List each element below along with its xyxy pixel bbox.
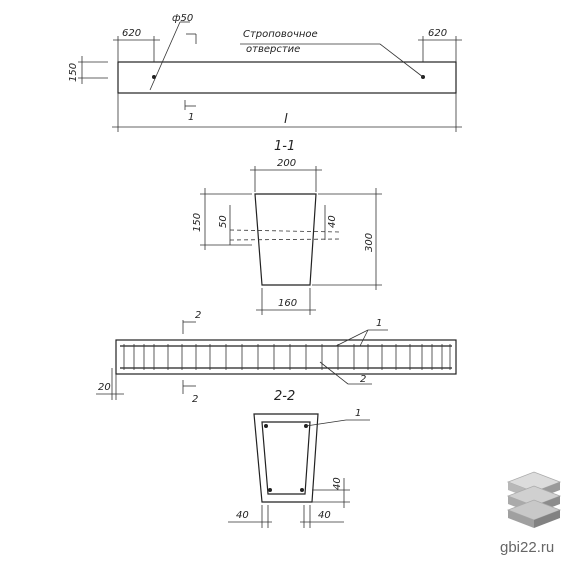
section-1-1: 1-1 200 150 50 40 300 160 (192, 139, 382, 315)
section-2-2-callout: 1 (355, 408, 361, 419)
elevation-section-mark-top: 2 (195, 310, 201, 321)
dim-length: l (284, 112, 288, 127)
dim-hole-right: 40 (327, 215, 338, 228)
section-1-1-outline (254, 193, 317, 286)
section-2-2-dim-left-bottom: 40 (236, 510, 249, 521)
plan-section-mark: 1 (188, 112, 194, 123)
elevation-callout-2: 2 (360, 374, 366, 385)
stirrups (123, 344, 451, 370)
dim-hole-diameter: ф50 (172, 13, 193, 24)
dim-hole-left: 50 (218, 215, 229, 228)
hole-label-line1: Строповочное (243, 29, 318, 40)
beam-plan-outline (117, 61, 457, 94)
section-1-1-title: 1-1 (274, 139, 295, 154)
dim-bottom-width: 160 (278, 298, 297, 309)
reinforcement-elevation: 2 2 1 2 20 (96, 310, 457, 405)
dim-section-height: 300 (364, 233, 375, 252)
section-2-2-stirrup (261, 421, 311, 495)
dim-left-edge: 620 (122, 28, 141, 39)
dim-plan-height: 150 (68, 63, 79, 82)
watermark-text: gbi22.ru (500, 539, 554, 556)
beam-elevation-outline (115, 339, 457, 375)
section-2-2: 2-2 1 40 40 40 (228, 389, 370, 528)
watermark: gbi22.ru (500, 471, 562, 556)
dim-right-edge: 620 (428, 28, 447, 39)
section-2-2-dim-right-cover: 40 (332, 477, 343, 490)
section-2-2-outline (253, 413, 319, 503)
dim-left-height: 150 (192, 213, 203, 232)
elevation-callout-1: 1 (376, 318, 382, 329)
stacked-slabs-icon (506, 471, 562, 528)
plan-view: 620 ф50 Строповочное отверстие 620 150 1… (68, 13, 462, 132)
hole-label-line2: отверстие (246, 44, 300, 55)
section-2-2-title: 2-2 (274, 389, 295, 404)
elevation-section-mark-bottom: 2 (192, 394, 198, 405)
dim-top-width: 200 (277, 158, 296, 169)
section-2-2-dim-right-bottom: 40 (318, 510, 331, 521)
elevation-dim-cover: 20 (98, 382, 111, 393)
